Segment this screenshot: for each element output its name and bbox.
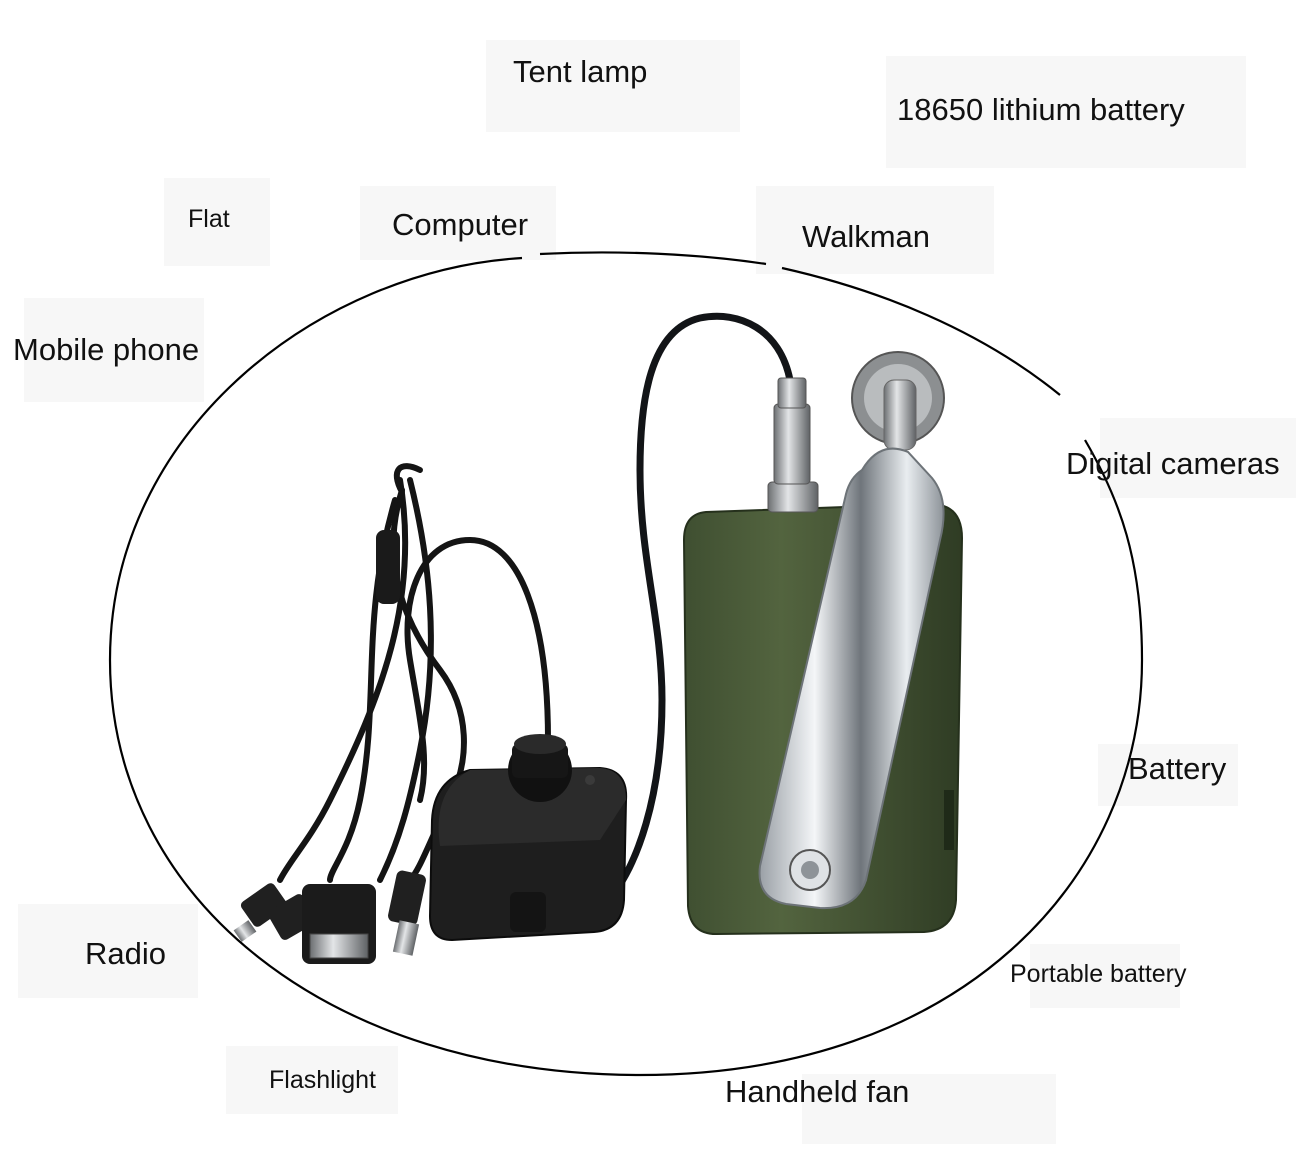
voltage-adapter: [428, 734, 628, 942]
label-radio: Radio: [85, 936, 166, 971]
label-18650-lithium-battery: 18650 lithium battery: [897, 92, 1185, 127]
cable-ferrite: [376, 530, 400, 604]
label-digital-cameras: Digital cameras: [1066, 446, 1280, 481]
label-mobile-phone: Mobile phone: [13, 332, 200, 367]
label-computer: Computer: [392, 207, 529, 242]
label-tent-lamp: Tent lamp: [513, 54, 648, 89]
label-patch: [18, 904, 198, 998]
label-flat: Flat: [188, 205, 230, 233]
label-patch: [1030, 944, 1180, 1008]
crank-handle: [758, 447, 945, 910]
label-patch: [164, 178, 270, 266]
label-handheld-fan: Handheld fan: [725, 1074, 910, 1109]
label-patch: [1100, 418, 1296, 498]
label-patch: [1098, 744, 1238, 806]
label-flashlight: Flashlight: [269, 1066, 376, 1094]
connector-tips: [233, 870, 426, 964]
label-patch: [226, 1046, 398, 1114]
label-battery: Battery: [1128, 751, 1227, 786]
label-walkman: Walkman: [802, 219, 931, 254]
label-portable-battery: Portable battery: [1010, 960, 1187, 988]
label-patch: [756, 186, 994, 274]
label-patch: [802, 1074, 1056, 1144]
aviation-connector: [767, 377, 819, 513]
label-patch: [24, 298, 204, 402]
label-patch: [360, 186, 556, 260]
label-patch: [486, 40, 740, 132]
crank-knob: [851, 351, 945, 451]
label-patch: [886, 56, 1246, 168]
ellipse-outline: [108, 251, 1144, 1077]
